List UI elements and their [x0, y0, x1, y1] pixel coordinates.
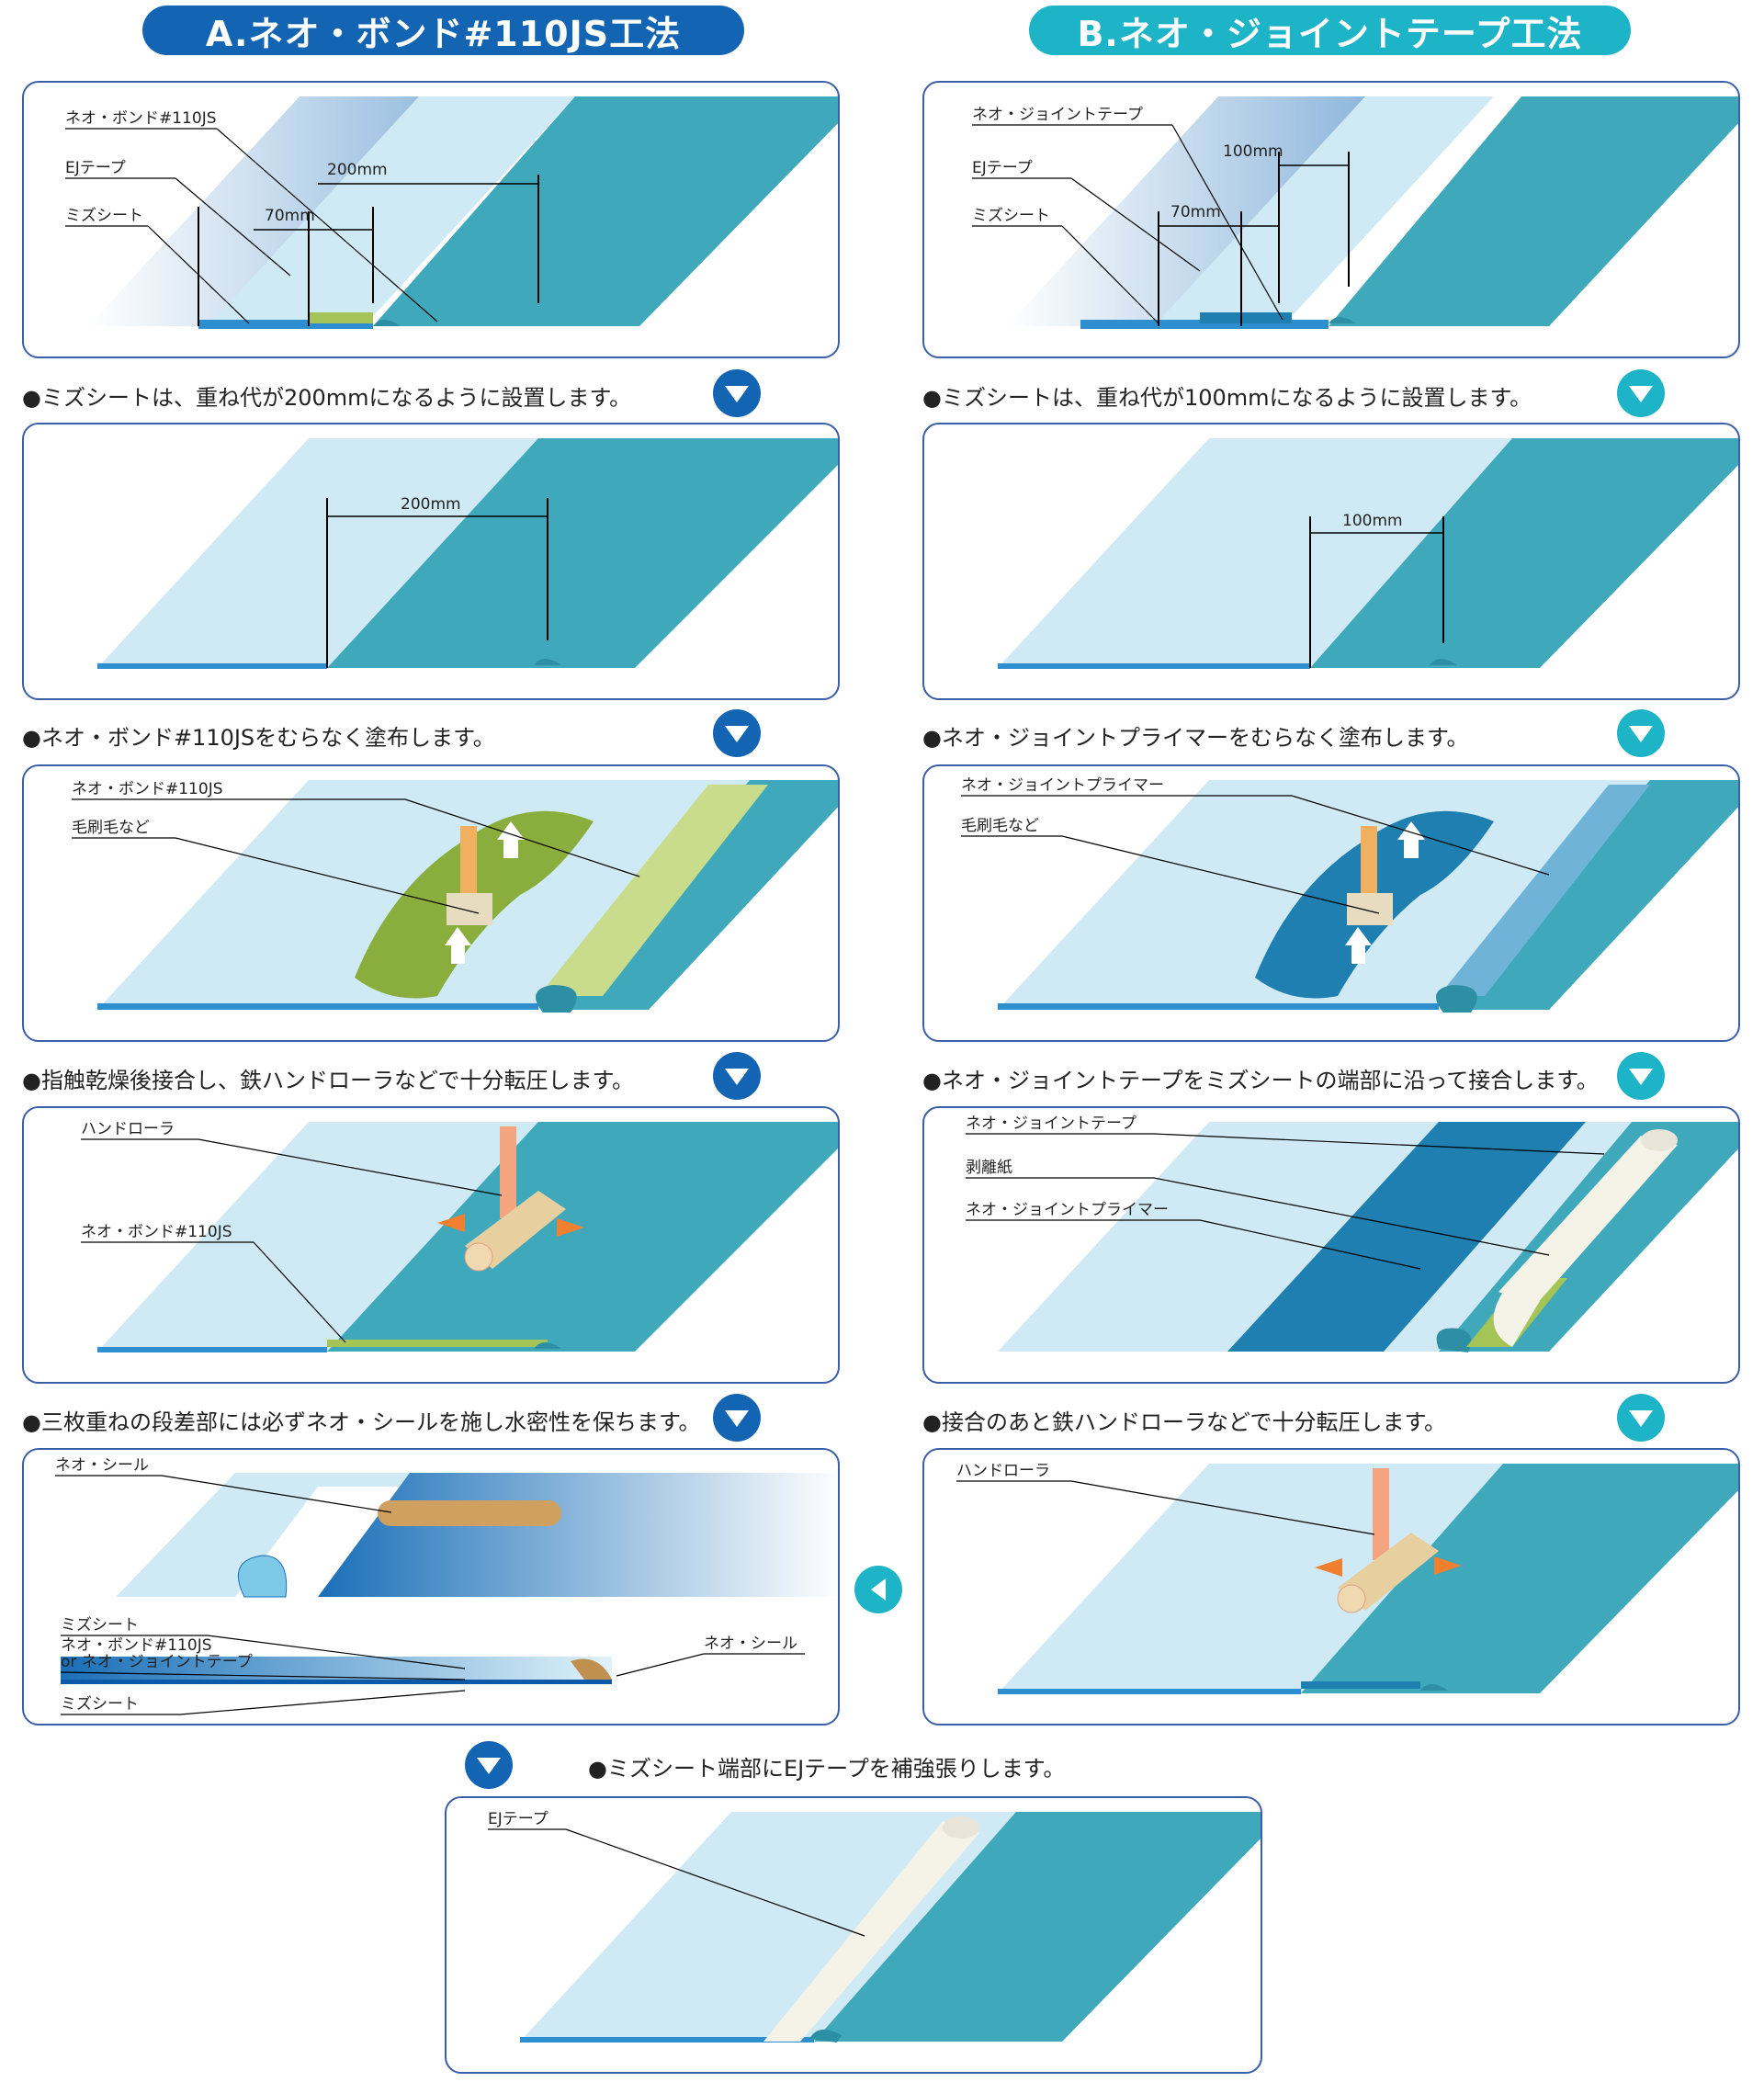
caption-a1: ●ミズシートは、重ね代が200mmになるように設置します。 — [22, 385, 632, 411]
next-step-arrow-icon — [713, 369, 761, 417]
label-neo-bond: ネオ・ボンド#110JS — [65, 109, 217, 128]
caption-b3: ●ネオ・ジョイントテープをミズシートの端部に沿って接合します。 — [922, 1068, 1599, 1093]
caption-a2: ●ネオ・ボンド#110JSをむらなく塗布します。 — [22, 725, 495, 751]
next-step-arrow-icon — [1617, 1052, 1665, 1100]
label-neo-seal-right: ネオ・シール — [704, 1635, 797, 1653]
caption-a4: ●三枚重ねの段差部には必ずネオ・シールを施し水密性を保ちます。 — [22, 1409, 701, 1435]
label-mizu-sheet: ミズシート — [972, 207, 1050, 225]
label-bond-line-2: or ネオ・ジョイントテープ — [61, 1653, 253, 1671]
caption-b4: ●接合のあと鉄ハンドローラなどで十分転圧します。 — [922, 1409, 1447, 1435]
caption-final: ●ミズシート端部にEJテープを補強張りします。 — [588, 1756, 1066, 1782]
label-neo-joint-tape: ネオ・ジョイントテープ — [972, 106, 1143, 124]
label-hand-roller: ハンドローラ — [956, 1462, 1050, 1480]
caption-b1: ●ミズシートは、重ね代が100mmになるように設置します。 — [922, 385, 1532, 411]
label-mizu-sheet-1: ミズシート — [61, 1616, 139, 1635]
next-step-arrow-icon — [713, 1052, 761, 1100]
next-step-arrow-icon — [465, 1741, 513, 1789]
caption-b2: ●ネオ・ジョイントプライマーをむらなく塗布します。 — [922, 725, 1469, 751]
panel-a2-overlap: 200mm — [22, 423, 840, 700]
label-neo-joint-primer: ネオ・ジョイントプライマー — [961, 776, 1164, 795]
next-step-arrow-icon — [1617, 369, 1665, 417]
dim-200mm: 200mm — [327, 161, 388, 179]
dim-200mm: 200mm — [401, 495, 461, 514]
panel-a5-neo-seal: ネオ・シール ミズシート ネオ・ボンド#110JS or ネオ・ジョイントテープ… — [22, 1448, 840, 1726]
label-brush: 毛刷毛など — [72, 819, 150, 837]
label-neo-bond: ネオ・ボンド#110JS — [72, 780, 223, 798]
label-neo-bond: ネオ・ボンド#110JS — [81, 1223, 232, 1241]
dim-70mm: 70mm — [265, 207, 315, 225]
label-ej-tape: EJテープ — [488, 1810, 548, 1828]
label-brush: 毛刷毛など — [961, 817, 1039, 835]
next-step-arrow-icon — [713, 1394, 761, 1442]
panel-b5-roller-press: ハンドローラ — [922, 1448, 1740, 1726]
panel-a4-roller-press: ハンドローラ ネオ・ボンド#110JS — [22, 1106, 840, 1384]
left-arrow-icon — [854, 1566, 902, 1613]
caption-a3: ●指触乾燥後接合し、鉄ハンドローラなどで十分転圧します。 — [22, 1068, 635, 1093]
dim-100mm: 100mm — [1342, 512, 1403, 530]
label-neo-joint-primer: ネオ・ジョイントプライマー — [966, 1201, 1169, 1219]
panel-final-ej-tape: EJテープ — [445, 1796, 1262, 2074]
dim-100mm: 100mm — [1223, 142, 1283, 161]
label-mizu-sheet-2: ミズシート — [61, 1695, 139, 1714]
label-hand-roller: ハンドローラ — [81, 1120, 175, 1138]
next-step-arrow-icon — [1617, 709, 1665, 757]
next-step-arrow-icon — [713, 709, 761, 757]
label-bond-line-1: ネオ・ボンド#110JS — [61, 1636, 212, 1655]
label-mizu-sheet: ミズシート — [65, 207, 143, 225]
label-release-paper: 剥離紙 — [966, 1159, 1012, 1177]
label-neo-joint-tape: ネオ・ジョイントテープ — [966, 1115, 1136, 1133]
header-method-a: A.ネオ・ボンド#110JS工法 — [142, 6, 744, 55]
next-step-arrow-icon — [1617, 1394, 1665, 1442]
panel-b1-overlap-setup: 100mm 70mm ネオ・ジョイントテープ EJテープ ミズシート — [922, 81, 1740, 358]
label-ej-tape: EJテープ — [65, 159, 126, 177]
label-neo-seal-top: ネオ・シール — [55, 1456, 149, 1475]
label-ej-tape: EJテープ — [972, 159, 1033, 177]
panel-a1-overlap-setup: 200mm 70mm ネオ・ボンド#110JS EJテープ ミズシート — [22, 81, 840, 358]
panel-b3-apply-primer: ネオ・ジョイントプライマー 毛刷毛など — [922, 764, 1740, 1042]
panel-a3-apply-bond: ネオ・ボンド#110JS 毛刷毛など — [22, 764, 840, 1042]
panel-b2-overlap: 100mm — [922, 423, 1740, 700]
dim-70mm: 70mm — [1170, 203, 1221, 221]
header-method-b: B.ネオ・ジョイントテープ工法 — [1029, 6, 1631, 55]
panel-b4-joint-tape: ネオ・ジョイントテープ 剥離紙 ネオ・ジョイントプライマー — [922, 1106, 1740, 1384]
